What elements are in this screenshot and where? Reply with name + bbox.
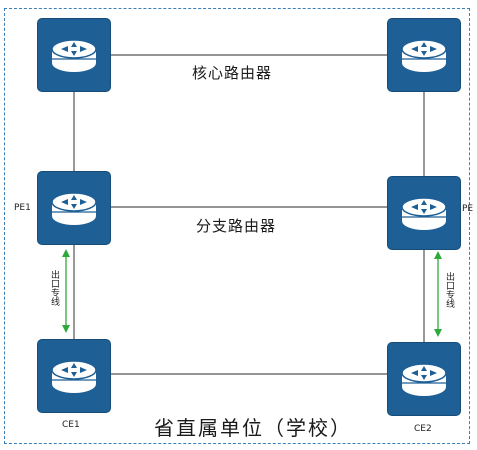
ce2-label: CE2 — [414, 424, 432, 434]
diagram-boundary — [4, 8, 470, 444]
ce1-label: CE1 — [62, 420, 80, 430]
router-icon — [51, 39, 97, 72]
ce1-router — [38, 340, 110, 412]
link-right-label: 出口专线 — [444, 272, 454, 308]
pe2-label: PE — [462, 204, 474, 214]
double-arrow-icon — [62, 249, 70, 333]
router-icon — [401, 39, 447, 72]
ce2-router — [388, 343, 460, 415]
router-icon — [401, 363, 447, 396]
unit-title: 省直属单位（学校） — [150, 412, 356, 441]
core-router-label: 核心路由器 — [192, 64, 273, 82]
pe1-label: PE1 — [14, 203, 31, 213]
router-icon — [51, 360, 97, 393]
router-icon — [401, 197, 447, 230]
core-router-left — [38, 19, 110, 91]
router-icon — [51, 192, 97, 225]
branch-router-label: 分支路由器 — [196, 217, 277, 235]
pe2-router — [388, 177, 460, 249]
pe1-router — [38, 172, 110, 244]
core-router-right — [388, 19, 460, 91]
double-arrow-icon — [434, 251, 442, 337]
link-left-label: 出口专线 — [49, 270, 59, 306]
